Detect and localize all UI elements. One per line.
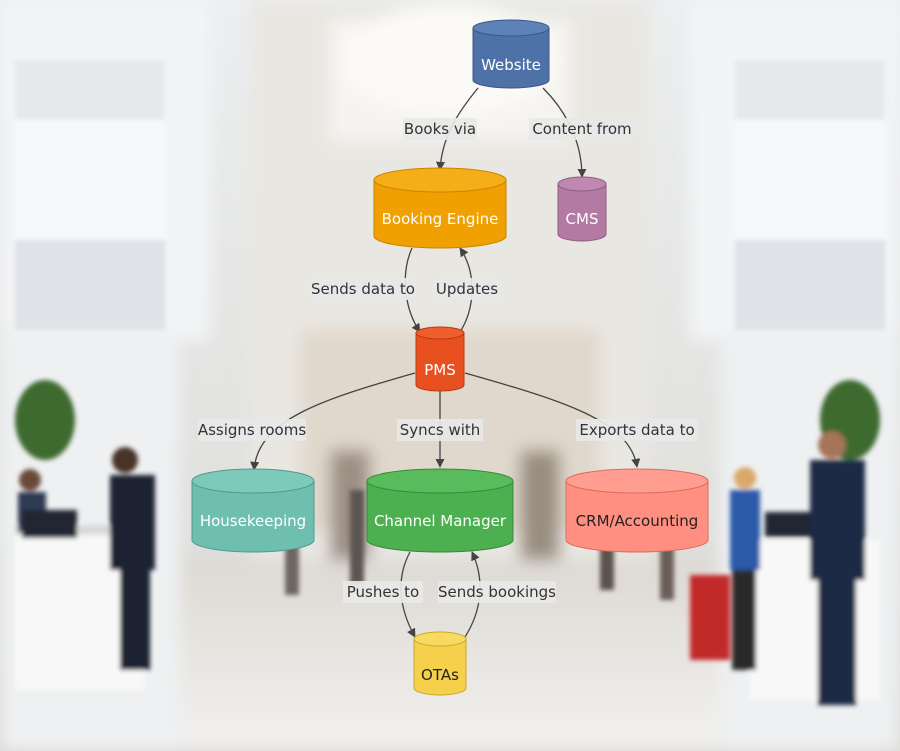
node-website-label: Website [481,56,541,74]
svg-text:Books via: Books via [404,120,476,138]
node-housekeeping-label: Housekeeping [200,512,306,530]
svg-text:Sends bookings: Sends bookings [438,583,556,601]
edge-label-assigns-rooms: Assigns rooms [198,419,306,441]
node-crm-accounting: CRM/Accounting [565,468,709,553]
edge-pms-to-crm-accounting [464,372,641,468]
node-otas: OTAs [413,631,467,696]
node-channel-manager-label: Channel Manager [374,512,507,530]
node-website: Website [472,19,550,89]
svg-text:Sends data to: Sends data to [311,280,415,298]
svg-text:Assigns rooms: Assigns rooms [198,421,306,439]
node-housekeeping: Housekeeping [191,468,315,553]
node-booking-engine: Booking Engine [373,167,507,249]
node-cms: CMS [557,176,607,242]
edge-label-exports-data-to: Exports data to [576,419,698,441]
svg-text:Syncs with: Syncs with [400,421,481,439]
edge-label-updates: Updates [434,278,500,300]
node-booking-engine-label: Booking Engine [382,210,499,228]
edge-label-sends-data-to: Sends data to [309,278,417,300]
svg-text:Updates: Updates [436,280,498,298]
node-otas-label: OTAs [421,666,459,684]
edge-label-books-via: Books via [403,118,477,140]
edge-label-content-from: Content from [529,118,635,140]
svg-text:Content from: Content from [532,120,631,138]
edge-label-pushes-to: Pushes to [343,581,423,603]
edge-label-syncs-with: Syncs with [397,419,483,441]
node-pms: PMS [415,326,465,392]
node-pms-label: PMS [424,361,456,379]
svg-text:Exports data to: Exports data to [579,421,694,439]
edge-pms-to-housekeeping [250,372,416,471]
svg-text:Pushes to: Pushes to [347,583,419,601]
edge-label-sends-bookings: Sends bookings [438,581,556,603]
node-cms-label: CMS [566,210,599,228]
node-crm-accounting-label: CRM/Accounting [576,512,699,530]
node-channel-manager: Channel Manager [366,468,514,553]
